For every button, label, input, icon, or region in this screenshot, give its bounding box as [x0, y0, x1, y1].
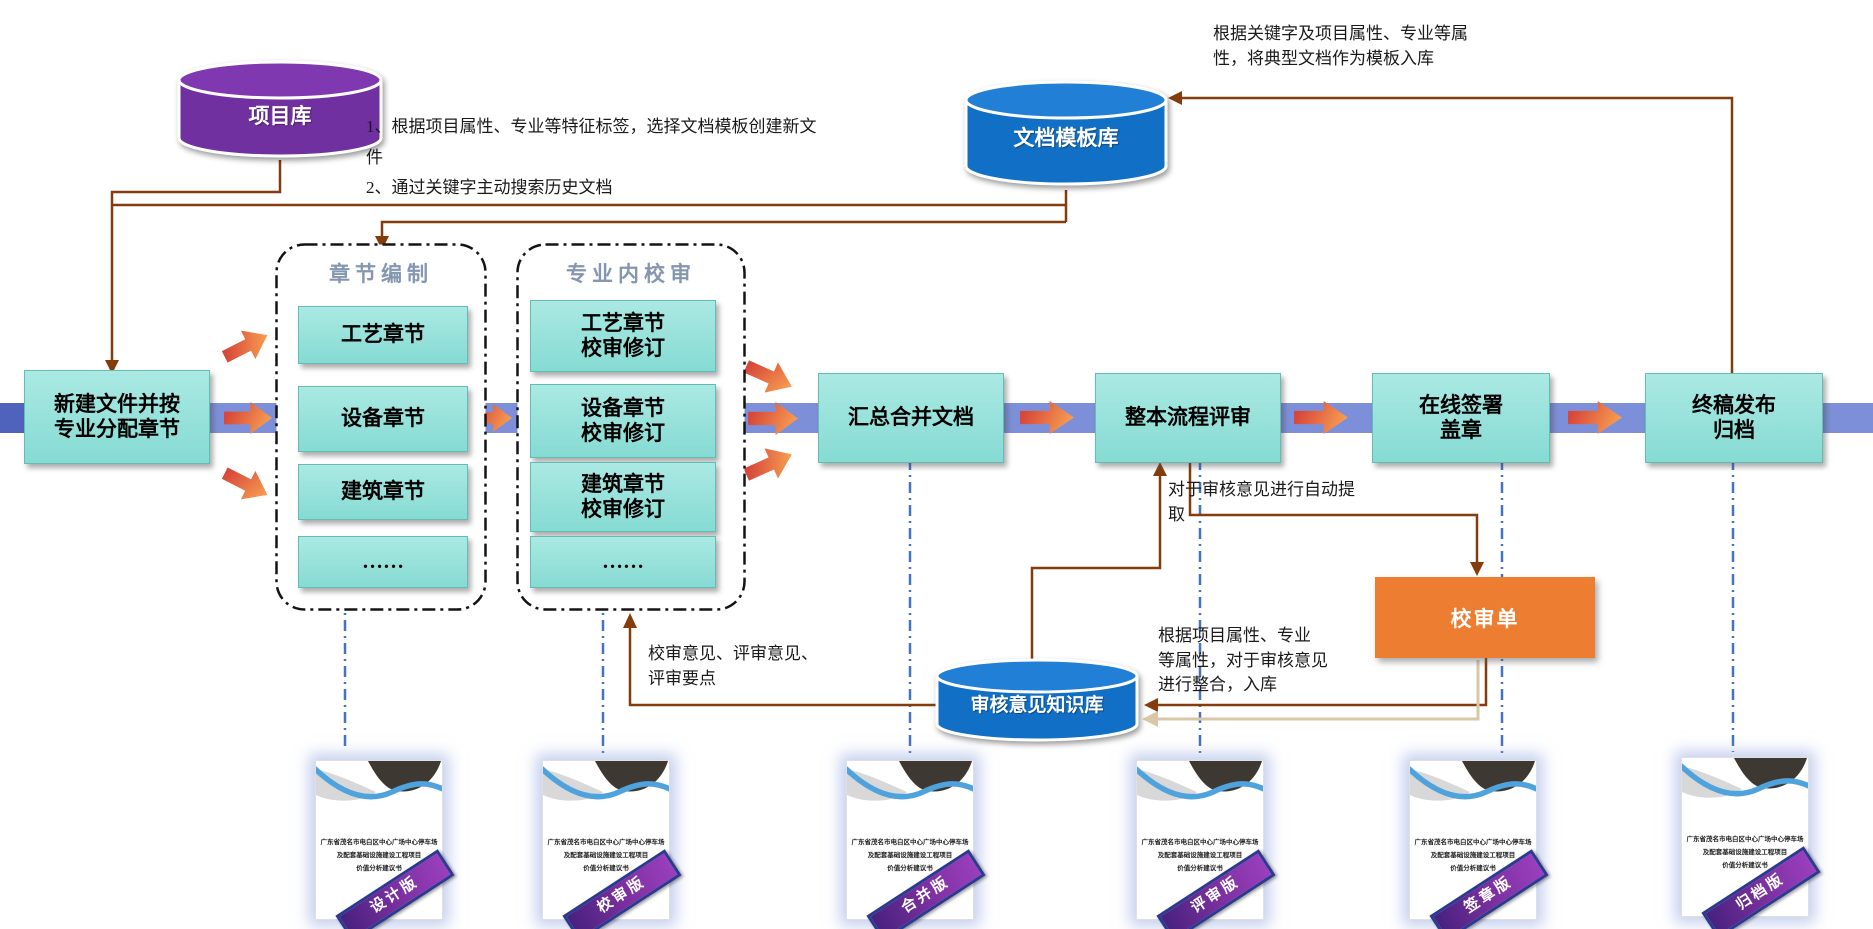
project-db-label: 项目库	[248, 104, 312, 128]
annotation-template-in: 根据关键字及项目属性、专业等属 性，将典型文档作为模板入库	[1213, 24, 1468, 68]
knowledge-db-label: 审核意见知识库	[970, 695, 1104, 716]
template-db-cylinder	[964, 80, 1168, 186]
cover-wave-art	[543, 761, 669, 801]
step-new-file: 新建文件并按 专业分配章节	[24, 370, 210, 464]
step-online-sign: 在线签署 盖章	[1372, 373, 1550, 463]
step-final-archive: 终稿发布 归档	[1645, 373, 1823, 463]
chapter-item-more: ……	[298, 536, 468, 588]
annotation-auto-extract: 对于审核意见进行自动提 取	[1168, 480, 1355, 524]
cover-text: 广东省茂名市电白区中心广场中心停车场 及配套基础设施建设工程项目 价值分析建议书	[547, 839, 665, 873]
chapter-item-process: 工艺章节	[298, 306, 468, 364]
cover-wave-art	[1682, 758, 1808, 798]
doc-thumbnail-archived: 广东省茂名市电白区中心广场中心停车场 及配套基础设施建设工程项目 价值分析建议书…	[1681, 757, 1821, 929]
tan-connector	[1154, 660, 1480, 721]
review-item-process: 工艺章节 校审修订	[530, 300, 716, 372]
cover-text: 广东省茂名市电白区中心广场中心停车场 及配套基础设施建设工程项目 价值分析建议书	[1141, 839, 1259, 873]
arrowheads	[105, 91, 1484, 712]
cover-wave-art	[1410, 761, 1536, 801]
step-full-review: 整本流程评审	[1095, 373, 1281, 463]
template-db-label: 文档模板库	[1013, 126, 1119, 150]
chapter-item-building: 建筑章节	[298, 464, 468, 520]
chapter-item-equipment: 设备章节	[298, 386, 468, 452]
doc-thumbnail-proofread: 广东省茂名市电白区中心广场中心停车场 及配套基础设施建设工程项目 价值分析建议书…	[542, 760, 682, 929]
review-item-building: 建筑章节 校审修订	[530, 462, 716, 532]
cover-text: 广东省茂名市电白区中心广场中心停车场 及配套基础设施建设工程项目 价值分析建议书	[1686, 836, 1804, 870]
tan-arrowhead	[1142, 711, 1158, 727]
group-title-internal-review: 专业内校审	[566, 262, 696, 286]
annotation-review-points: 校审意见、评审意见、 评审要点	[648, 644, 818, 688]
process-band-left-cap	[0, 403, 25, 433]
project-db-cylinder	[177, 60, 383, 158]
cover-text: 广东省茂名市电白区中心广场中心停车场 及配套基础设施建设工程项目 价值分析建议书	[851, 839, 969, 873]
doc-thumbnail-merged: 广东省茂名市电白区中心广场中心停车场 及配套基础设施建设工程项目 价值分析建议书…	[846, 760, 986, 929]
doc-thumbnail-reviewed: 广东省茂名市电白区中心广场中心停车场 及配套基础设施建设工程项目 价值分析建议书…	[1136, 760, 1276, 929]
cover-text: 广东省茂名市电白区中心广场中心停车场 及配套基础设施建设工程项目 价值分析建议书	[320, 839, 438, 873]
cover-wave-art	[847, 761, 973, 801]
doc-thumbnail-signed: 广东省茂名市电白区中心广场中心停车场 及配套基础设施建设工程项目 价值分析建议书…	[1409, 760, 1549, 929]
cover-wave-art	[316, 761, 442, 801]
review-sheet-box: 校审单	[1375, 577, 1595, 658]
cover-text: 广东省茂名市电白区中心广场中心停车场 及配套基础设施建设工程项目 价值分析建议书	[1414, 839, 1532, 873]
cover-wave-art	[1137, 761, 1263, 801]
annotation-consolidate: 根据项目属性、专业 等属性，对于审核意见 进行整合，入库	[1158, 626, 1328, 695]
review-item-more: ……	[530, 536, 716, 588]
group-title-chapter-compilation: 章节编制	[329, 262, 433, 286]
review-item-equipment: 设备章节 校审修订	[530, 384, 716, 458]
knowledge-db-cylinder	[935, 658, 1139, 742]
brown-connectors	[110, 96, 1734, 707]
annotation-create-new: 1、根据项目属性、专业等特征标签，选择文档模板创建新文件 2、通过关键字主动搜索…	[366, 117, 817, 198]
doc-thumbnail-design: 广东省茂名市电白区中心广场中心停车场 及配套基础设施建设工程项目 价值分析建议书…	[315, 760, 455, 929]
step-merge-docs: 汇总合并文档	[818, 373, 1004, 463]
